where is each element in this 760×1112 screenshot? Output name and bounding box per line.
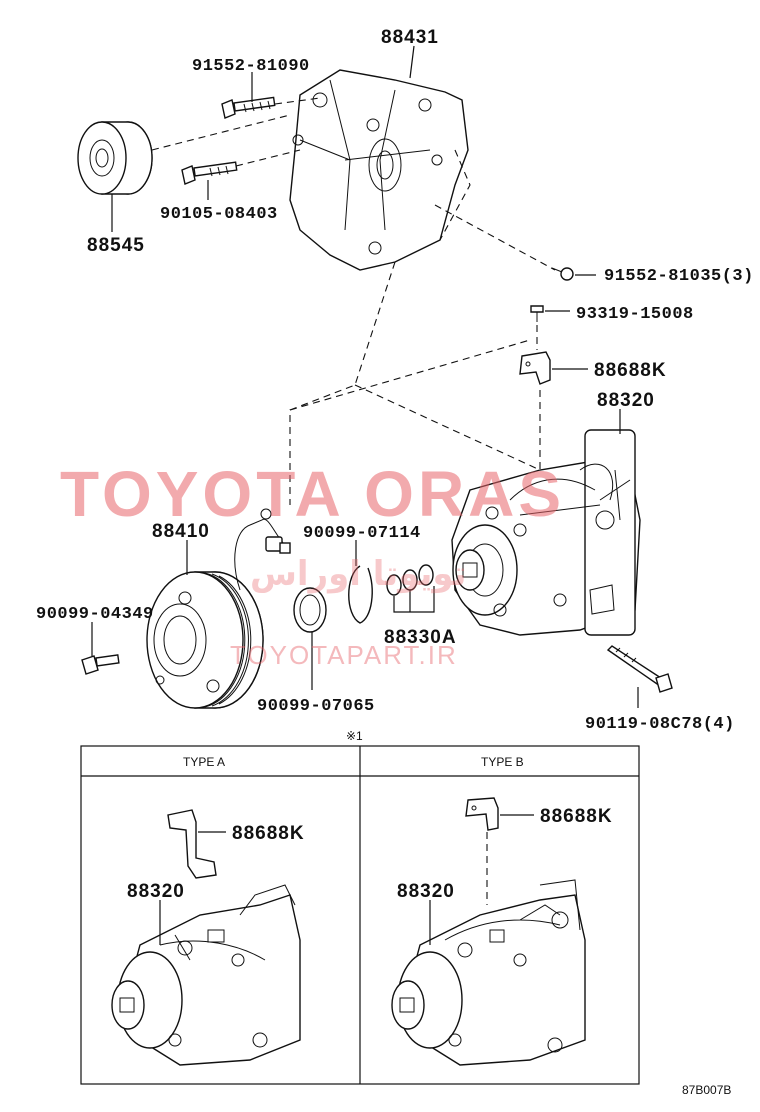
type-a-header: TYPE A — [183, 755, 225, 769]
bolt-90105-08403 — [181, 161, 238, 185]
label-88330A: 88330A — [384, 627, 457, 648]
snap-ring-90099-07114 — [348, 565, 373, 624]
label-88431: 88431 — [381, 27, 439, 48]
type-a-bracket — [167, 809, 217, 879]
label-91552-81035: 91552-81035(3) — [604, 267, 754, 286]
label-88545: 88545 — [87, 235, 145, 256]
note-mark: ※1 — [346, 729, 363, 743]
label-91552-81090: 91552-81090 — [192, 57, 310, 76]
type-b-label-88688K: 88688K — [540, 806, 613, 827]
type-b-bracket — [465, 797, 499, 831]
magnetic-clutch-88410 — [146, 571, 264, 709]
bolt-90099-04349 — [81, 654, 120, 675]
label-93319-15008: 93319-15008 — [576, 305, 694, 324]
shims-88330A — [386, 564, 434, 596]
variant-table — [80, 745, 640, 1085]
label-90119-08C78: 90119-08C78(4) — [585, 715, 735, 734]
watermark-main: TOYOTA ORAS — [60, 458, 565, 530]
type-a-label-88320: 88320 — [127, 881, 185, 902]
type-b-label-88320: 88320 — [397, 881, 455, 902]
label-90099-07114: 90099-07114 — [303, 524, 421, 543]
type-b-header: TYPE B — [481, 755, 524, 769]
screw-93319-15008 — [530, 305, 544, 322]
watermark-site: TOYOTAPART.IR — [230, 640, 458, 670]
type-b-compressor — [391, 879, 586, 1066]
label-88688K: 88688K — [594, 360, 667, 381]
label-90105-08403: 90105-08403 — [160, 205, 278, 224]
bracket-88431 — [289, 69, 469, 271]
type-a-label-88688K: 88688K — [232, 823, 305, 844]
compressor-88320 — [451, 429, 641, 636]
label-90099-04349: 90099-04349 — [36, 605, 154, 624]
label-88320: 88320 — [597, 390, 655, 411]
label-90099-07065: 90099-07065 — [257, 697, 375, 716]
bolt-91552-81035 — [551, 267, 574, 281]
clutch-lead-wire — [234, 508, 291, 591]
idler-pulley-88545 — [77, 121, 153, 195]
watermark: TOYOTA ORAS تویوتا اوراس TOYOTAPART.IR — [60, 458, 565, 670]
figure-code: 87B007B — [682, 1083, 731, 1097]
snap-ring-90099-07065 — [293, 587, 327, 633]
bolt-90119-08C78 — [606, 645, 673, 693]
bracket-88688K — [519, 351, 551, 385]
bolt-91552-81090 — [221, 96, 276, 119]
type-a-compressor — [111, 884, 301, 1066]
watermark-persian: تویوتا اوراس — [250, 554, 466, 594]
label-88410: 88410 — [152, 521, 210, 542]
